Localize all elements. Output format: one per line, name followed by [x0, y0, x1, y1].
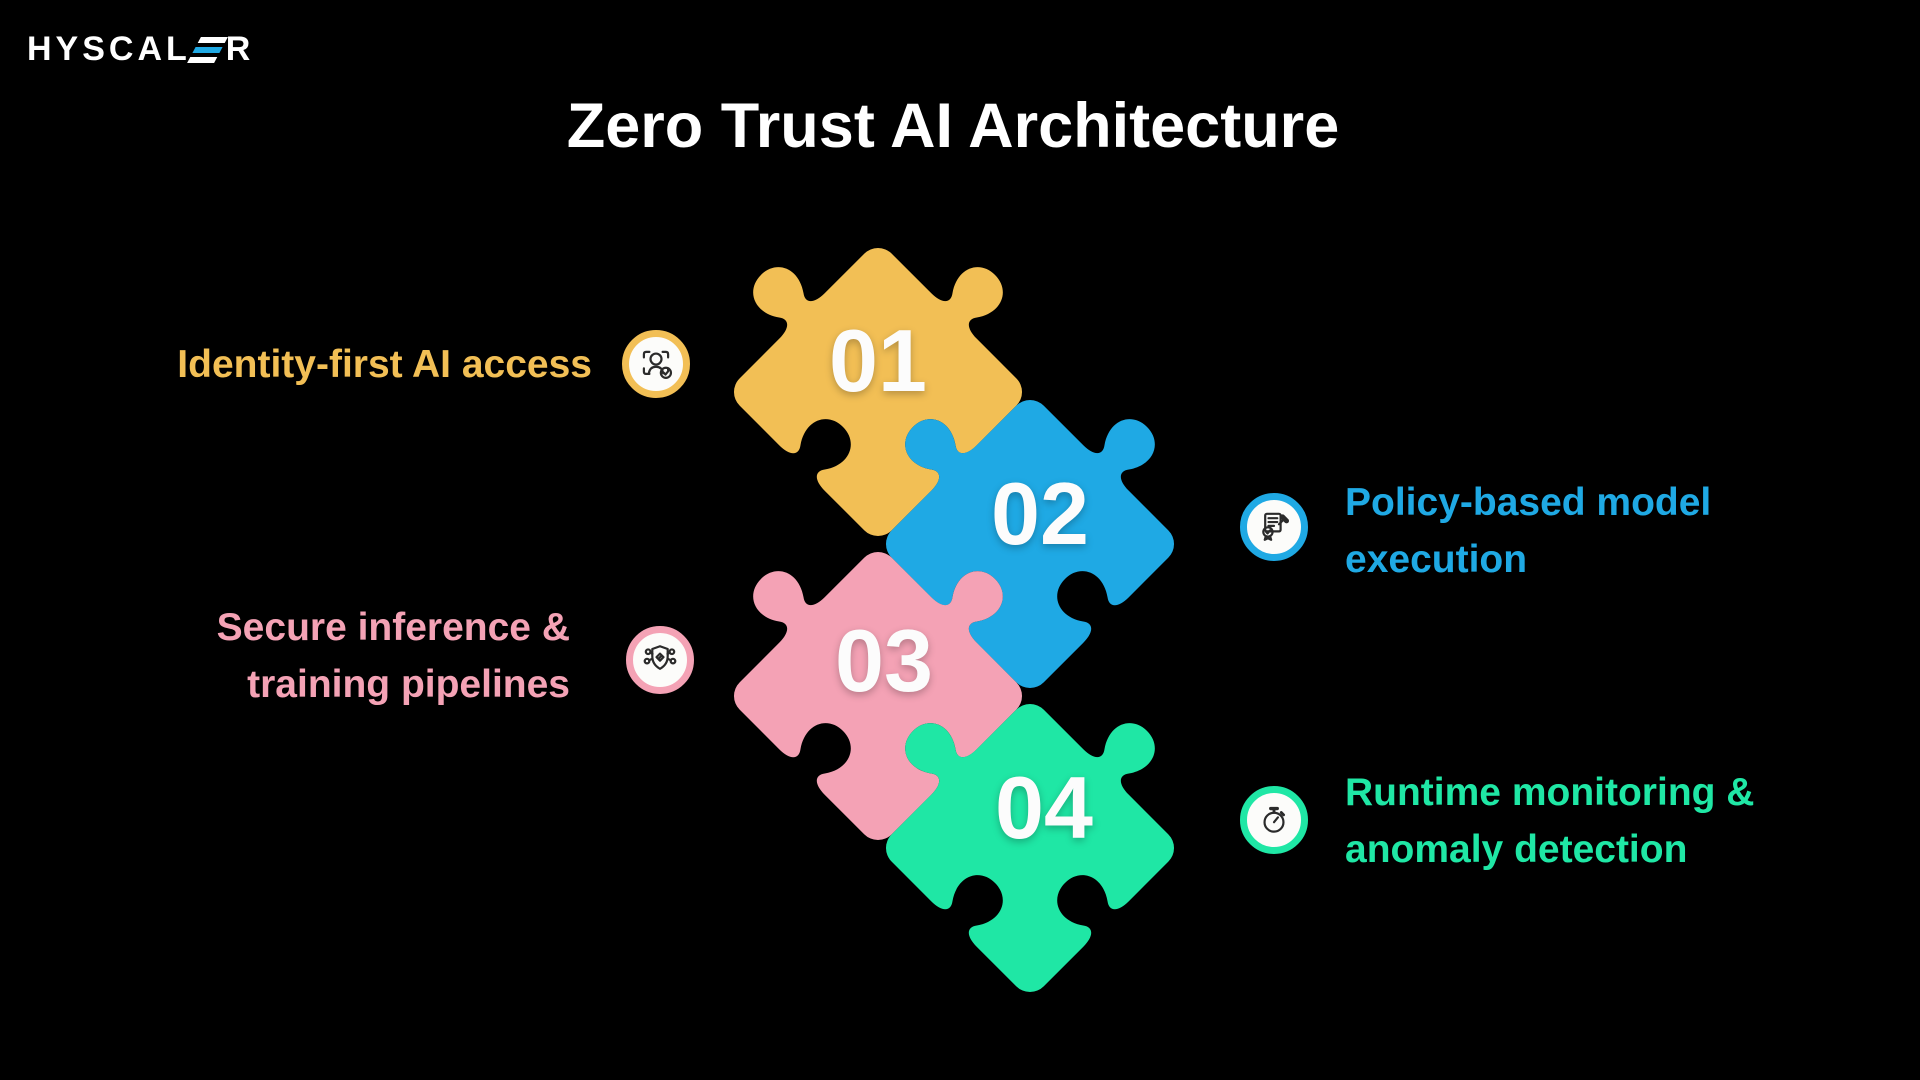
- logo-stylized-e-icon: [186, 36, 228, 63]
- face-id-check-icon: [622, 330, 690, 398]
- step-label-01: Identity-first AI access: [177, 343, 592, 386]
- logo-text-prefix: HYSCAL: [27, 30, 191, 68]
- step-number-01: 01: [829, 311, 927, 410]
- policy-document-icon: [1240, 493, 1308, 561]
- logo-text-suffix: R: [225, 30, 255, 68]
- step-number-02: 02: [991, 464, 1089, 563]
- stopwatch-icon: [1240, 786, 1308, 854]
- step-label-02: Policy-based model execution: [1345, 481, 1712, 581]
- page-title: Zero Trust AI Architecture: [566, 91, 1340, 161]
- step-label-03: Secure inference & training pipelines: [216, 606, 570, 706]
- shield-network-icon: [626, 626, 694, 694]
- step-number-03: 03: [835, 611, 933, 710]
- step-label-04: Runtime monitoring & anomaly detection: [1345, 771, 1755, 871]
- step-number-04: 04: [995, 758, 1093, 857]
- hyscaler-logo: HYSCAL R: [27, 30, 254, 69]
